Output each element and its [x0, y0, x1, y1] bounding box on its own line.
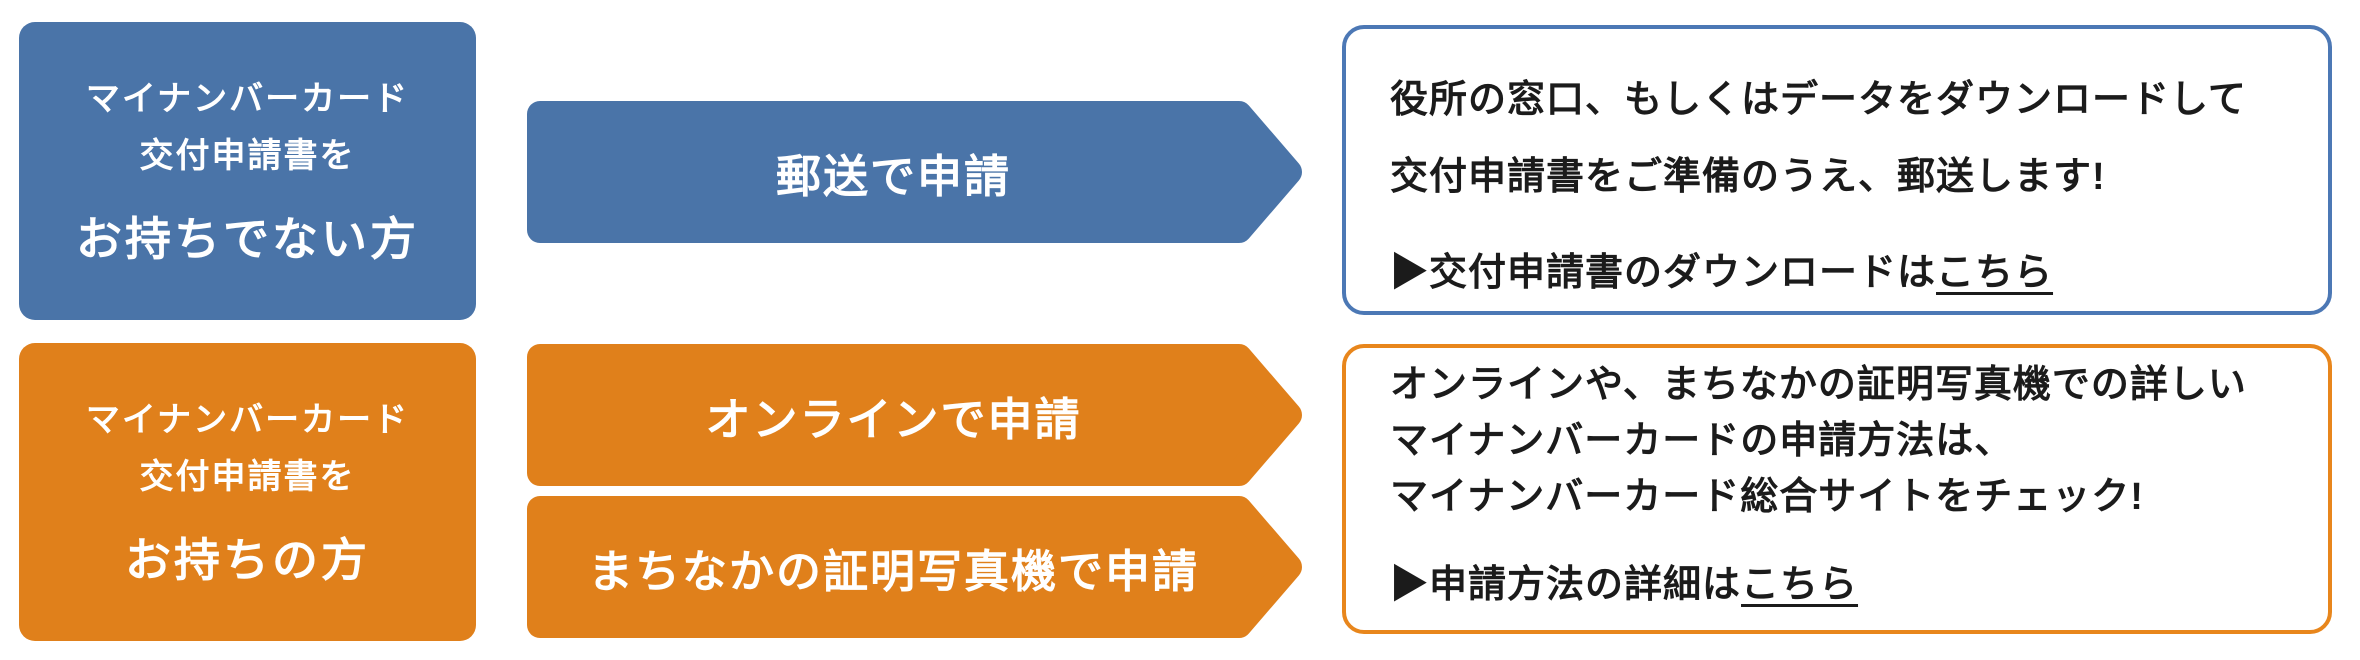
- arrow-label-online: オンラインで申請: [705, 393, 1082, 445]
- note-link-line: ▶申請方法の詳細はこちら: [1390, 557, 2308, 613]
- application-details-link[interactable]: こちら: [1741, 564, 1859, 606]
- note-box-mail: 役所の窓口、もしくはデータをダウンロードして 交付申請書をご準備のうえ、郵送しま…: [1342, 25, 2332, 315]
- arrow-shape: [527, 344, 1302, 486]
- note-line: マイナンバーカード総合サイトをチェック!: [1390, 476, 2144, 518]
- category-line-1: マイナンバーカード: [85, 80, 410, 118]
- category-line-1: マイナンバーカード: [85, 401, 410, 439]
- note-line: オンラインや、まちなかの証明写真機での詳しい: [1390, 364, 2247, 406]
- arrow-banner-photobooth-application: まちなかの証明写真機で申請: [527, 496, 1302, 638]
- download-form-link[interactable]: こちら: [1936, 252, 2054, 294]
- category-emphasis: お持ちでない方: [76, 213, 419, 265]
- note-box-online: オンラインや、まちなかの証明写真機での詳しい マイナンバーカードの申請方法は、 …: [1342, 344, 2332, 634]
- note-line: 役所の窓口、もしくはデータをダウンロードして: [1390, 79, 2247, 121]
- note-link-line: ▶交付申請書のダウンロードはこちら: [1390, 245, 2308, 301]
- category-box-no-form: マイナンバーカード 交付申請書を お持ちでない方: [19, 22, 476, 320]
- link-prefix: ▶交付申請書のダウンロードは: [1390, 252, 1937, 294]
- category-line-2: 交付申請書を: [139, 137, 356, 175]
- category-box-has-form: マイナンバーカード 交付申請書を お持ちの方: [19, 343, 476, 641]
- note-line: マイナンバーカードの申請方法は、: [1390, 420, 2014, 462]
- arrow-banner-mail-application: 郵送で申請: [527, 101, 1302, 243]
- arrow-label-mail: 郵送で申請: [775, 150, 1011, 202]
- arrow-label-photobooth: まちなかの証明写真機で申請: [587, 545, 1199, 597]
- note-line: 交付申請書をご準備のうえ、郵送します!: [1390, 156, 2106, 198]
- link-prefix: ▶申請方法の詳細は: [1390, 564, 1742, 606]
- category-emphasis: お持ちの方: [125, 534, 370, 586]
- arrow-shape: [527, 496, 1302, 638]
- arrow-banner-online-application: オンラインで申請: [527, 344, 1302, 486]
- arrow-shape: [527, 101, 1302, 243]
- category-line-2: 交付申請書を: [139, 458, 356, 496]
